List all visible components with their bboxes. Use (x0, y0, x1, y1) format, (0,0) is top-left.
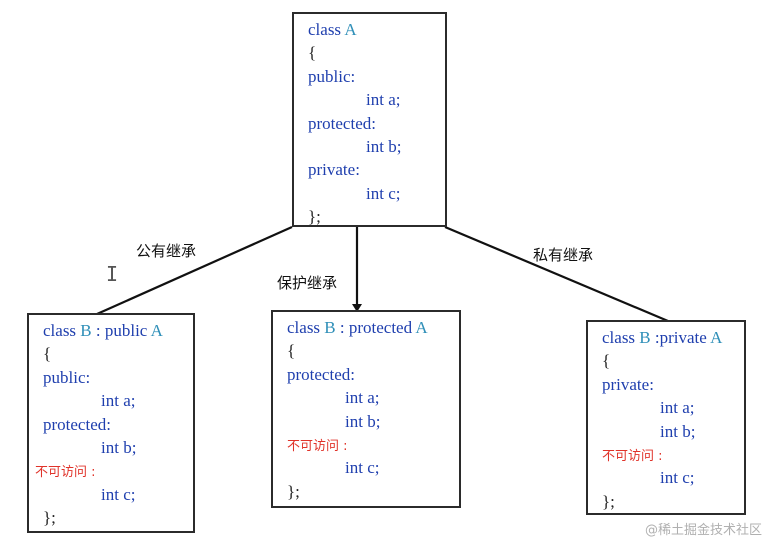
close-brace: }; (287, 481, 300, 501)
edge-label-protected: 保护继承 (277, 274, 338, 292)
inaccessible-label-row: 不可访问 : (287, 433, 459, 456)
class-keyword: class (287, 318, 321, 337)
class-b-private-header: class B :private A (602, 326, 744, 349)
class-name: A (344, 20, 357, 39)
class-keyword: class (602, 328, 636, 347)
member-a: int a; (345, 388, 380, 408)
text-cursor-icon: I (106, 262, 119, 286)
class-b-public-header: class B : public A (43, 319, 193, 342)
member-c: int c; (660, 468, 695, 488)
open-brace: { (602, 351, 611, 371)
base-class-name: A (710, 328, 723, 347)
inaccessible-label: 不可访问 : (287, 438, 348, 454)
edge-protected-arrowhead (352, 304, 362, 312)
inherit-keyword: : protected (339, 318, 413, 337)
member-b: int b; (345, 411, 381, 431)
public-label: public: (308, 66, 356, 86)
edge-label-public: 公有继承 (136, 242, 197, 260)
member-c: int c; (345, 458, 380, 478)
protected-label: protected: (308, 113, 376, 133)
base-class-name: A (415, 318, 428, 337)
class-b-protected-header: class B : protected A (287, 316, 459, 339)
private-label: private: (602, 374, 654, 394)
member-c: int c; (101, 484, 136, 504)
protected-label: protected: (43, 414, 111, 434)
edge-label-private: 私有继承 (533, 246, 594, 264)
class-a-header: class A (308, 18, 445, 41)
member-a: int a; (101, 391, 136, 411)
watermark: @稀土掘金技术社区 (644, 523, 762, 538)
member-a: int a; (366, 90, 401, 110)
open-brace: { (43, 344, 52, 364)
private-label: private: (308, 160, 360, 180)
class-name: B (639, 328, 651, 347)
inherit-keyword: :private (654, 328, 707, 347)
class-name: B (324, 318, 336, 337)
class-a-box: class A { public: int a; protected: int … (292, 12, 447, 227)
inaccessible-label: 不可访问 : (602, 448, 663, 464)
edge-private (444, 225, 669, 323)
inherit-keyword: : public (95, 321, 148, 340)
close-brace: }; (43, 508, 56, 528)
member-b: int b; (366, 136, 402, 156)
member-b: int b; (660, 421, 696, 441)
member-a: int a; (660, 398, 695, 418)
close-brace: }; (308, 207, 321, 227)
close-brace: }; (602, 491, 615, 511)
class-keyword: class (43, 321, 77, 340)
inaccessible-label: 不可访问 : (35, 465, 96, 481)
class-b-public-box: class B : public A { public: int a; prot… (27, 313, 195, 533)
class-name: B (80, 321, 92, 340)
class-b-protected-box: class B : protected A { protected: int a… (271, 310, 461, 508)
base-class-name: A (150, 321, 163, 340)
member-c: int c; (366, 183, 401, 203)
public-label: public: (43, 367, 91, 387)
class-b-private-box: class B :private A { private: int a; int… (586, 320, 746, 515)
inaccessible-label-row: 不可访问 : (35, 459, 185, 482)
open-brace: { (308, 43, 317, 63)
edge-public (96, 225, 293, 316)
inaccessible-label-row: 不可访问 : (602, 443, 744, 466)
class-keyword: class (308, 20, 342, 39)
protected-label: protected: (287, 364, 355, 384)
open-brace: { (287, 341, 296, 361)
member-b: int b; (101, 437, 137, 457)
